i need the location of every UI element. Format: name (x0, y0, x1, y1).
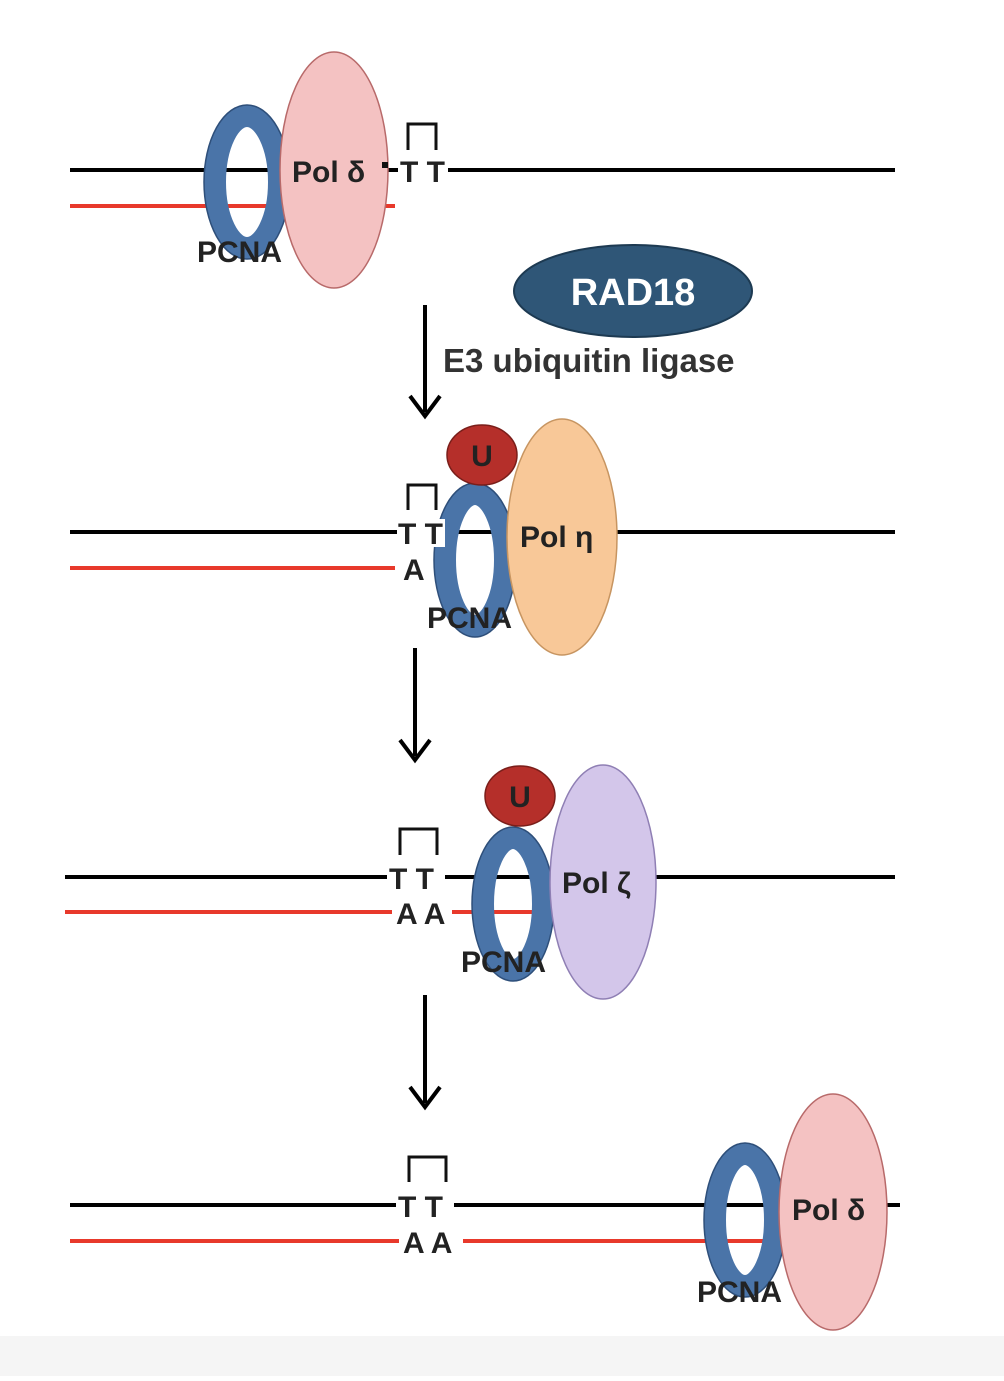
base-bg (396, 1192, 454, 1220)
bottom-bases: A A (403, 1227, 452, 1260)
arrow-2-head (398, 738, 432, 764)
pol-zeta-ellipse (549, 764, 657, 1000)
base-bg (392, 899, 452, 927)
top-bases: T T (398, 1191, 443, 1224)
pol-label: Pol η (520, 521, 593, 554)
thymine-dimer-bracket (406, 483, 438, 510)
pol-delta-ellipse (279, 51, 389, 289)
arrow-3-head (408, 1085, 442, 1111)
panel-1: Pol δ PCNA T T (70, 51, 895, 289)
pcna-ring (704, 1143, 786, 1297)
ubiquitin-label: U (509, 781, 531, 814)
rad18-ellipse (513, 244, 753, 338)
rad18-label: RAD18 (571, 272, 696, 314)
pol-eta-ellipse (506, 418, 618, 656)
pcna-label: PCNA (697, 1276, 782, 1309)
dna-nick-dot (382, 162, 388, 168)
ubiquitin-label: U (471, 440, 493, 473)
ubiquitin-ellipse (484, 765, 556, 827)
pcna-label: PCNA (461, 946, 546, 979)
pol-delta-ellipse (778, 1093, 888, 1331)
thymine-dimer-bracket (407, 1155, 448, 1182)
pcna-ring (204, 105, 290, 259)
pcna-label: PCNA (197, 236, 282, 269)
ubiquitin-ellipse (446, 424, 518, 486)
pol-label: Pol ζ (562, 867, 631, 900)
footer-band (0, 1336, 1004, 1376)
arrow-label: E3 ubiquitin ligase (443, 342, 735, 379)
pcna-ring (434, 483, 516, 637)
pol-label: Pol δ (792, 1194, 865, 1227)
panel-2: Pol η PCNA U T T A (70, 418, 895, 656)
thymine-dimer-bracket (406, 122, 438, 150)
panel-4: Pol δ PCNA T T A A (70, 1093, 900, 1331)
base-bg (397, 519, 445, 547)
base-bg (387, 864, 445, 892)
bottom-bases: A (403, 554, 425, 587)
rad18-badge: RAD18 (513, 244, 753, 338)
pcna-label: PCNA (427, 602, 512, 635)
thymine-dimer-bracket (398, 827, 439, 855)
pol-label: Pol δ (292, 156, 365, 189)
pcna-ring (472, 827, 554, 981)
top-bases: T T (400, 156, 445, 189)
top-bases: T T (398, 518, 443, 551)
arrow-1-head (408, 394, 442, 420)
bottom-bases: A A (396, 898, 445, 931)
panel-3: Pol ζ PCNA U T T A A (65, 764, 895, 1000)
base-bg (398, 158, 448, 186)
top-bases: T T (389, 863, 434, 896)
base-bg (399, 1228, 463, 1256)
